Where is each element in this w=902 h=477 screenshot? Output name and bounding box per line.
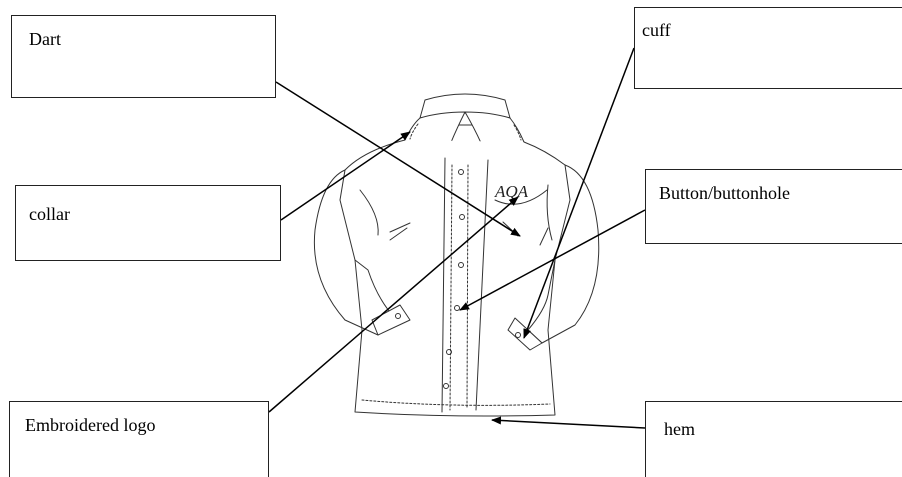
arrow-cuff [523,47,635,339]
label-box-dart: Dart [11,15,276,98]
placket [441,157,489,413]
label-box-collar: collar [15,185,281,261]
sleeve-left [313,169,396,336]
arrow-logo [268,196,519,413]
arrow-collar [280,131,411,221]
label-cuff: cuff [642,20,671,40]
label-hem: hem [664,419,695,439]
sleeve-right [527,164,600,344]
embroidered-logo: AQA [494,182,529,201]
label-collar: collar [29,204,70,224]
arrow-hem [491,416,646,429]
logo-swoosh [494,189,548,205]
arrow-dart [275,81,521,237]
label-box-button: Button/buttonhole [645,169,902,244]
label-embroidered-logo: Embroidered logo [25,415,156,435]
arrow-button [459,209,646,311]
buttons [443,169,465,389]
cuff-left [371,304,411,336]
label-box-hem: hem [645,401,902,477]
label-button-buttonhole: Button/buttonhole [659,183,791,203]
label-dart: Dart [29,29,61,49]
dart-left [389,227,408,241]
label-box-embroidered-logo: Embroidered logo [9,401,269,477]
label-box-cuff: cuff [634,7,902,89]
shirt-body [339,139,571,417]
